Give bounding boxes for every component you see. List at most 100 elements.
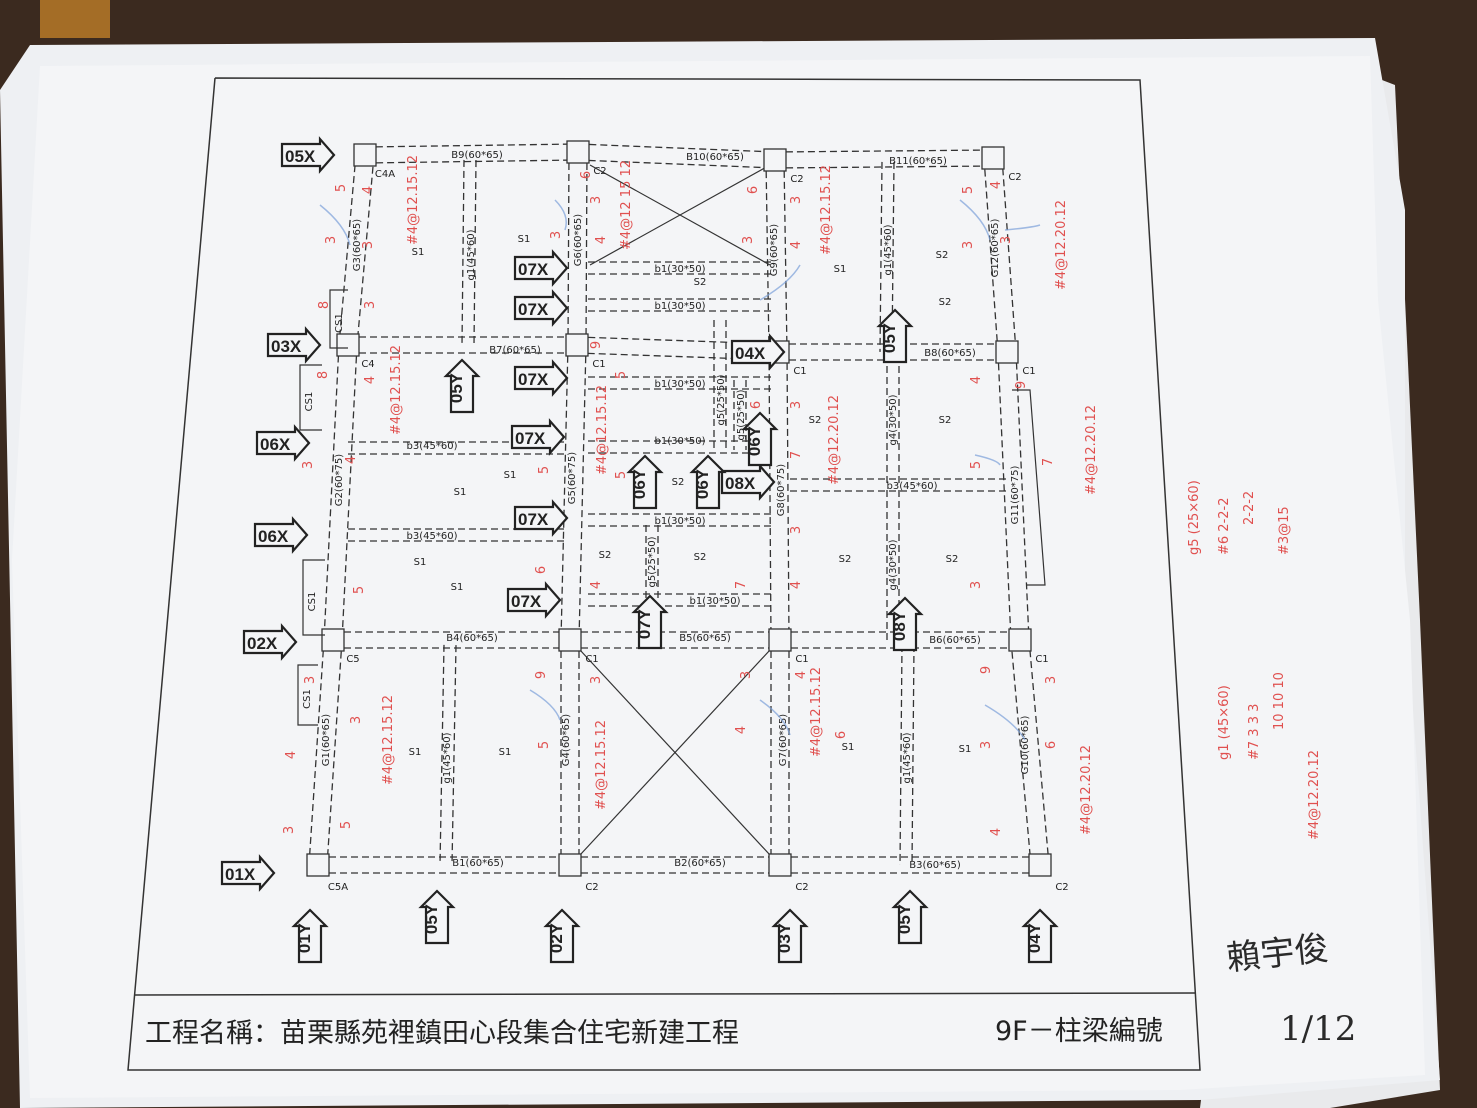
cantilever-slab	[1012, 389, 1046, 586]
slab-label: S2	[939, 297, 952, 308]
beam-line	[323, 344, 340, 640]
slab-label: S1	[518, 234, 531, 245]
grid-marker-label: 05Y	[895, 903, 914, 934]
red-number: 5	[614, 371, 629, 379]
red-number: 3	[324, 236, 339, 244]
grid-marker-label: 05X	[285, 147, 316, 166]
beam-line	[783, 159, 788, 352]
slab-label: S1	[409, 747, 422, 758]
column	[763, 148, 787, 172]
grid-marker-label: 07X	[518, 510, 549, 529]
beam-line	[461, 159, 465, 345]
girder-label: G5(60*75)	[567, 452, 578, 504]
grid-marker-arrow	[506, 581, 562, 619]
grid-marker-x: 05X	[280, 136, 336, 174]
red-number: 3	[999, 236, 1014, 244]
slab-label: S1	[414, 557, 427, 568]
column	[768, 628, 792, 652]
red-number: 7	[1041, 458, 1056, 466]
beam-line	[1015, 351, 1030, 640]
red-number: 3	[789, 196, 804, 204]
red-number: 4	[344, 456, 359, 464]
grid-marker-x: 01X	[220, 854, 276, 892]
beam-line	[578, 345, 587, 641]
red-number: 3	[969, 581, 984, 589]
grid-marker-arrow	[741, 411, 779, 467]
opening-cross	[589, 164, 771, 266]
title-block-divider	[134, 992, 1196, 996]
grid-marker-arrow	[291, 908, 329, 964]
project-name: 工程名稱：苗栗縣苑裡鎮田心段集合住宅新建工程	[145, 1018, 739, 1049]
red-number: 9	[534, 671, 549, 679]
grid-marker-arrow	[220, 854, 276, 892]
grid-marker-label: 06X	[258, 527, 289, 546]
red-number: 3	[741, 236, 756, 244]
grid-marker-arrow	[253, 516, 309, 554]
grid-marker-arrow	[242, 623, 298, 661]
beam-line	[911, 645, 915, 866]
girder-label: G11(60*75)	[1010, 466, 1021, 525]
secondary-beam-label: b1(30*50)	[690, 596, 741, 607]
red-number: 3	[363, 301, 378, 309]
red-number: 8	[316, 371, 331, 379]
beam-label: B2(60*65)	[674, 858, 726, 869]
beam-label: B5(60*65)	[679, 633, 731, 644]
beam-line	[585, 152, 588, 346]
slab-label: S1	[842, 742, 855, 753]
beam-line	[451, 645, 457, 866]
column	[306, 853, 330, 877]
grid-marker-label: 01Y	[295, 922, 314, 953]
grid-marker-y: 05Y	[443, 358, 481, 414]
side-note-text: #3@15	[1277, 506, 1292, 555]
beam-line	[356, 155, 375, 346]
grid-marker-y: 01Y	[291, 908, 329, 964]
grid-marker-x: 07X	[510, 418, 566, 456]
secondary-beam-label: g5(25*50)	[647, 536, 658, 587]
grid-marker-y: 05Y	[891, 889, 929, 945]
side-note-text: #7 3 3 3	[1247, 704, 1262, 760]
secondary-beam-label: b1(30*50)	[655, 264, 706, 275]
beam-label: B3(60*65)	[909, 860, 961, 871]
pencil-mark	[974, 454, 1001, 466]
red-number: 3	[961, 241, 976, 249]
column-label: C2	[1008, 172, 1021, 183]
grid-marker-label: 07X	[518, 370, 549, 389]
grid-marker-arrow	[720, 463, 776, 501]
red-number: 6	[534, 566, 549, 574]
beam-line	[997, 352, 1012, 641]
pencil-mark	[759, 264, 801, 301]
grid-marker-arrow	[513, 289, 569, 327]
grid-marker-label: 02Y	[547, 922, 566, 953]
grid-marker-arrow	[886, 596, 924, 652]
slab-label: S1	[499, 747, 512, 758]
beam-label: B7(60*65)	[489, 345, 541, 356]
beam-line	[1028, 639, 1050, 865]
secondary-beam-label: b1(30*50)	[655, 379, 706, 390]
beam-label: B9(60*65)	[451, 150, 503, 161]
rebar-note: #4@12.15.12	[381, 695, 396, 785]
drawing-frame	[127, 77, 1201, 1071]
grid-marker-arrow	[513, 499, 569, 537]
grid-marker-x: 04X	[730, 333, 786, 371]
column	[353, 143, 377, 167]
secondary-beam-label: g5(25*50)	[736, 389, 747, 440]
red-number: 4	[284, 751, 299, 759]
column-label: C1	[1035, 654, 1048, 665]
grid-marker-y: 05Y	[876, 308, 914, 364]
beam-line	[879, 161, 883, 352]
beam-label: B8(60*65)	[924, 348, 976, 359]
red-number: 6	[746, 186, 761, 194]
secondary-beam-label: b1(30*50)	[655, 301, 706, 312]
column-label: C2	[585, 882, 598, 893]
column	[566, 140, 590, 164]
grid-marker-x: 02X	[242, 623, 298, 661]
rebar-note: #4@12 15 12	[619, 160, 634, 250]
column-label: C5A	[328, 882, 348, 893]
secondary-beam-label: g4(30*50)	[888, 394, 899, 445]
beam-line	[765, 160, 770, 353]
girder-label: G10(60*65)	[1020, 716, 1031, 775]
grid-marker-arrow	[510, 418, 566, 456]
grid-marker-y: 07Y	[631, 594, 669, 650]
grid-marker-x: 06X	[255, 424, 311, 462]
grid-marker-label: 05Y	[880, 322, 899, 353]
